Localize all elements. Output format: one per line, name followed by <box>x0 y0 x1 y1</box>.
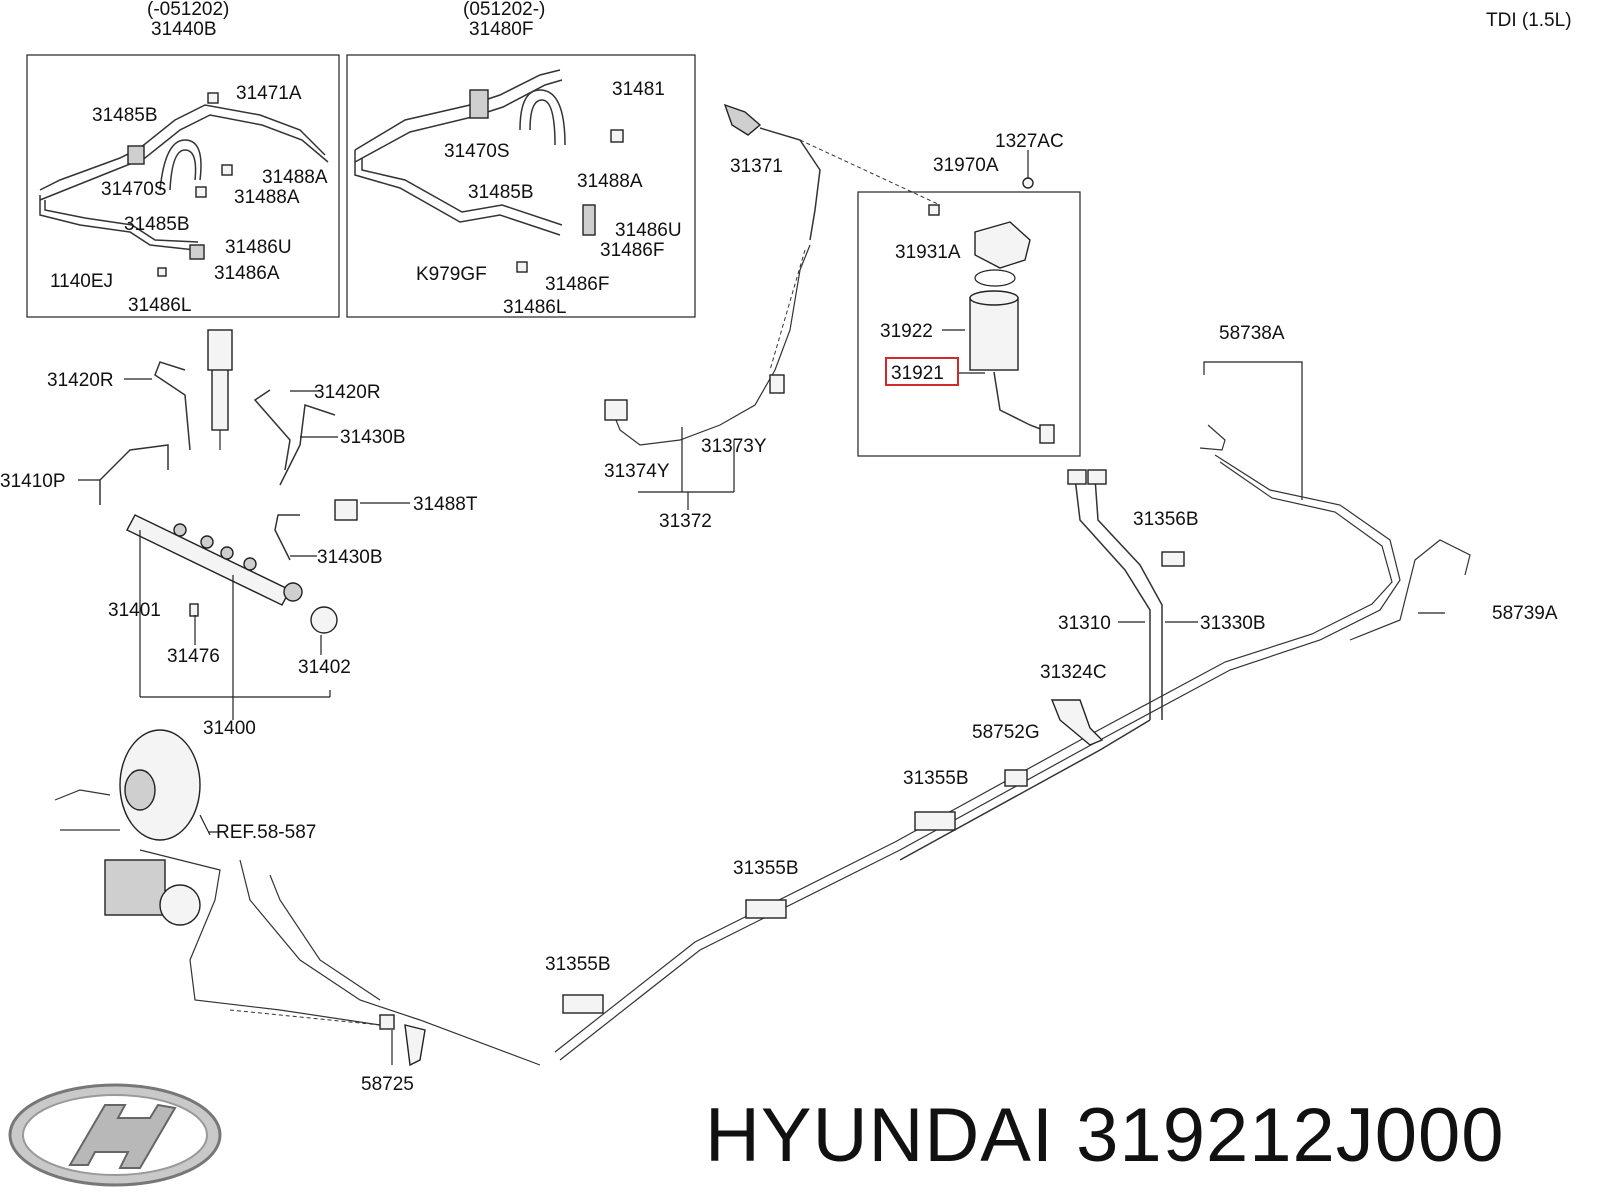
brand-title: HYUNDAI 319212J000 <box>705 1093 1505 1178</box>
fuel-line-routing <box>554 361 1471 1061</box>
part-label: REF.58-587 <box>216 822 316 843</box>
part-label: 31402 <box>298 657 351 678</box>
part-label: 31485B <box>92 105 158 126</box>
part-label: 31471A <box>236 83 302 104</box>
part-label: 31922 <box>880 321 933 342</box>
part-label: 58725 <box>361 1074 414 1095</box>
part-label: 31486L <box>128 295 191 316</box>
part-label: 31330B <box>1200 613 1266 634</box>
part-label: 31324C <box>1040 662 1107 683</box>
part-label: 31486U <box>615 220 682 241</box>
part-label: 58738A <box>1219 323 1285 344</box>
part-label: 58739A <box>1492 603 1558 624</box>
part-label: 31470S <box>101 179 167 200</box>
part-label: 31486F <box>600 240 664 261</box>
part-label: 31486U <box>225 237 292 258</box>
box-b-date-note: (051202-) <box>463 0 545 20</box>
inset-box-a <box>26 54 340 318</box>
part-label: 31470S <box>444 141 510 162</box>
part-label: K979GF <box>416 264 487 285</box>
fuel-hose-assembly <box>604 103 941 510</box>
part-label: 31420R <box>47 370 114 391</box>
part-label: 31430B <box>340 427 406 448</box>
part-label: 31372 <box>659 511 712 532</box>
inset-box-b <box>346 54 696 318</box>
part-label: 31356B <box>1133 509 1199 530</box>
part-label: 31486L <box>503 297 566 318</box>
part-label: 31374Y <box>604 461 670 482</box>
part-label: 31355B <box>733 858 799 879</box>
part-label: 31430B <box>317 547 383 568</box>
part-label: 31488A <box>262 167 328 188</box>
part-label: 31486A <box>214 263 280 284</box>
highlighted-part-box <box>885 357 959 386</box>
part-label: 1140EJ <box>50 271 113 292</box>
common-rail-assembly <box>78 329 410 720</box>
part-label: 31488A <box>577 171 643 192</box>
fuel-filter-box <box>857 150 1081 457</box>
part-label: 31485B <box>124 214 190 235</box>
part-label: 31310 <box>1058 613 1111 634</box>
part-label: 31410P <box>0 471 66 492</box>
part-label: 31401 <box>108 600 161 621</box>
box-a-date-note: (-051202) <box>147 0 229 20</box>
box-b-code: 31480F <box>469 19 533 40</box>
part-label: 31485B <box>468 182 534 203</box>
part-label: 31400 <box>203 718 256 739</box>
brake-booster-abs-area <box>54 729 541 1067</box>
part-label: 58752G <box>972 722 1040 743</box>
part-label: 31970A <box>933 155 999 176</box>
part-label: 31486F <box>545 274 609 295</box>
part-label: 31931A <box>895 242 961 263</box>
part-label: 1327AC <box>995 131 1064 152</box>
part-label: 31488T <box>413 494 478 515</box>
part-label: 31355B <box>545 954 611 975</box>
hyundai-logo-icon <box>8 1083 222 1187</box>
engine-variant-label: TDI (1.5L) <box>1486 10 1572 31</box>
part-label: 31488A <box>234 187 300 208</box>
part-label: 31476 <box>167 646 220 667</box>
part-label: 31420R <box>314 382 381 403</box>
part-label: 31481 <box>612 79 665 100</box>
part-label: 31373Y <box>701 436 767 457</box>
part-label: 31371 <box>730 156 783 177</box>
box-a-code: 31440B <box>151 19 217 40</box>
highlighted-part-label: 31921 <box>891 363 944 384</box>
part-label: 31355B <box>903 768 969 789</box>
